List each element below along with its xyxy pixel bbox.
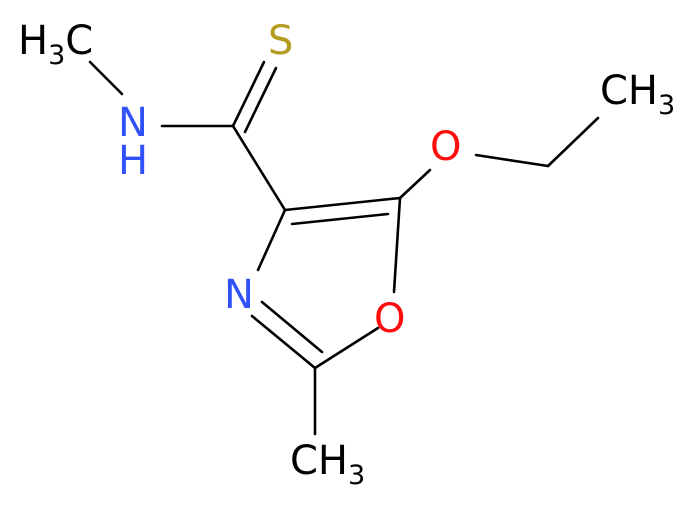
- bond-c5-o1: [392, 196, 402, 294]
- bond-c5-oether: [398, 168, 432, 200]
- bond-n3-c2-1: [250, 314, 317, 370]
- bond-ch3-nh: [88, 60, 124, 96]
- bond-cthio-s-2: [243, 66, 278, 134]
- bond-cthio-s-1: [231, 60, 266, 128]
- bonds: [88, 60, 600, 436]
- methyl-n-label: H3C: [18, 18, 93, 71]
- ether-oxygen-label: O: [430, 124, 461, 170]
- ring-oxygen-label: O: [374, 296, 405, 342]
- nh-nitrogen-label: N: [118, 100, 148, 146]
- bond-o1-c2: [313, 326, 380, 370]
- bond-cthio-c4: [231, 124, 287, 212]
- bond-oether-ch2: [474, 153, 550, 168]
- nh-hydrogen-label: H: [118, 138, 148, 184]
- bond-c4-c5-2: [290, 212, 390, 226]
- bond-ch2-ch3: [546, 116, 600, 168]
- ethyl-methyl-label: CH3: [600, 68, 675, 121]
- ring-nitrogen-label: N: [224, 272, 254, 318]
- ring-methyl-label: CH3: [290, 438, 365, 491]
- atom-labels: H3C N H S N O O CH3 CH3: [18, 18, 675, 491]
- bond-c4-c5-1: [283, 196, 402, 212]
- sulfur-label: S: [268, 18, 293, 64]
- bond-c4-n3: [256, 208, 287, 272]
- bond-n3-c2-2: [260, 300, 324, 354]
